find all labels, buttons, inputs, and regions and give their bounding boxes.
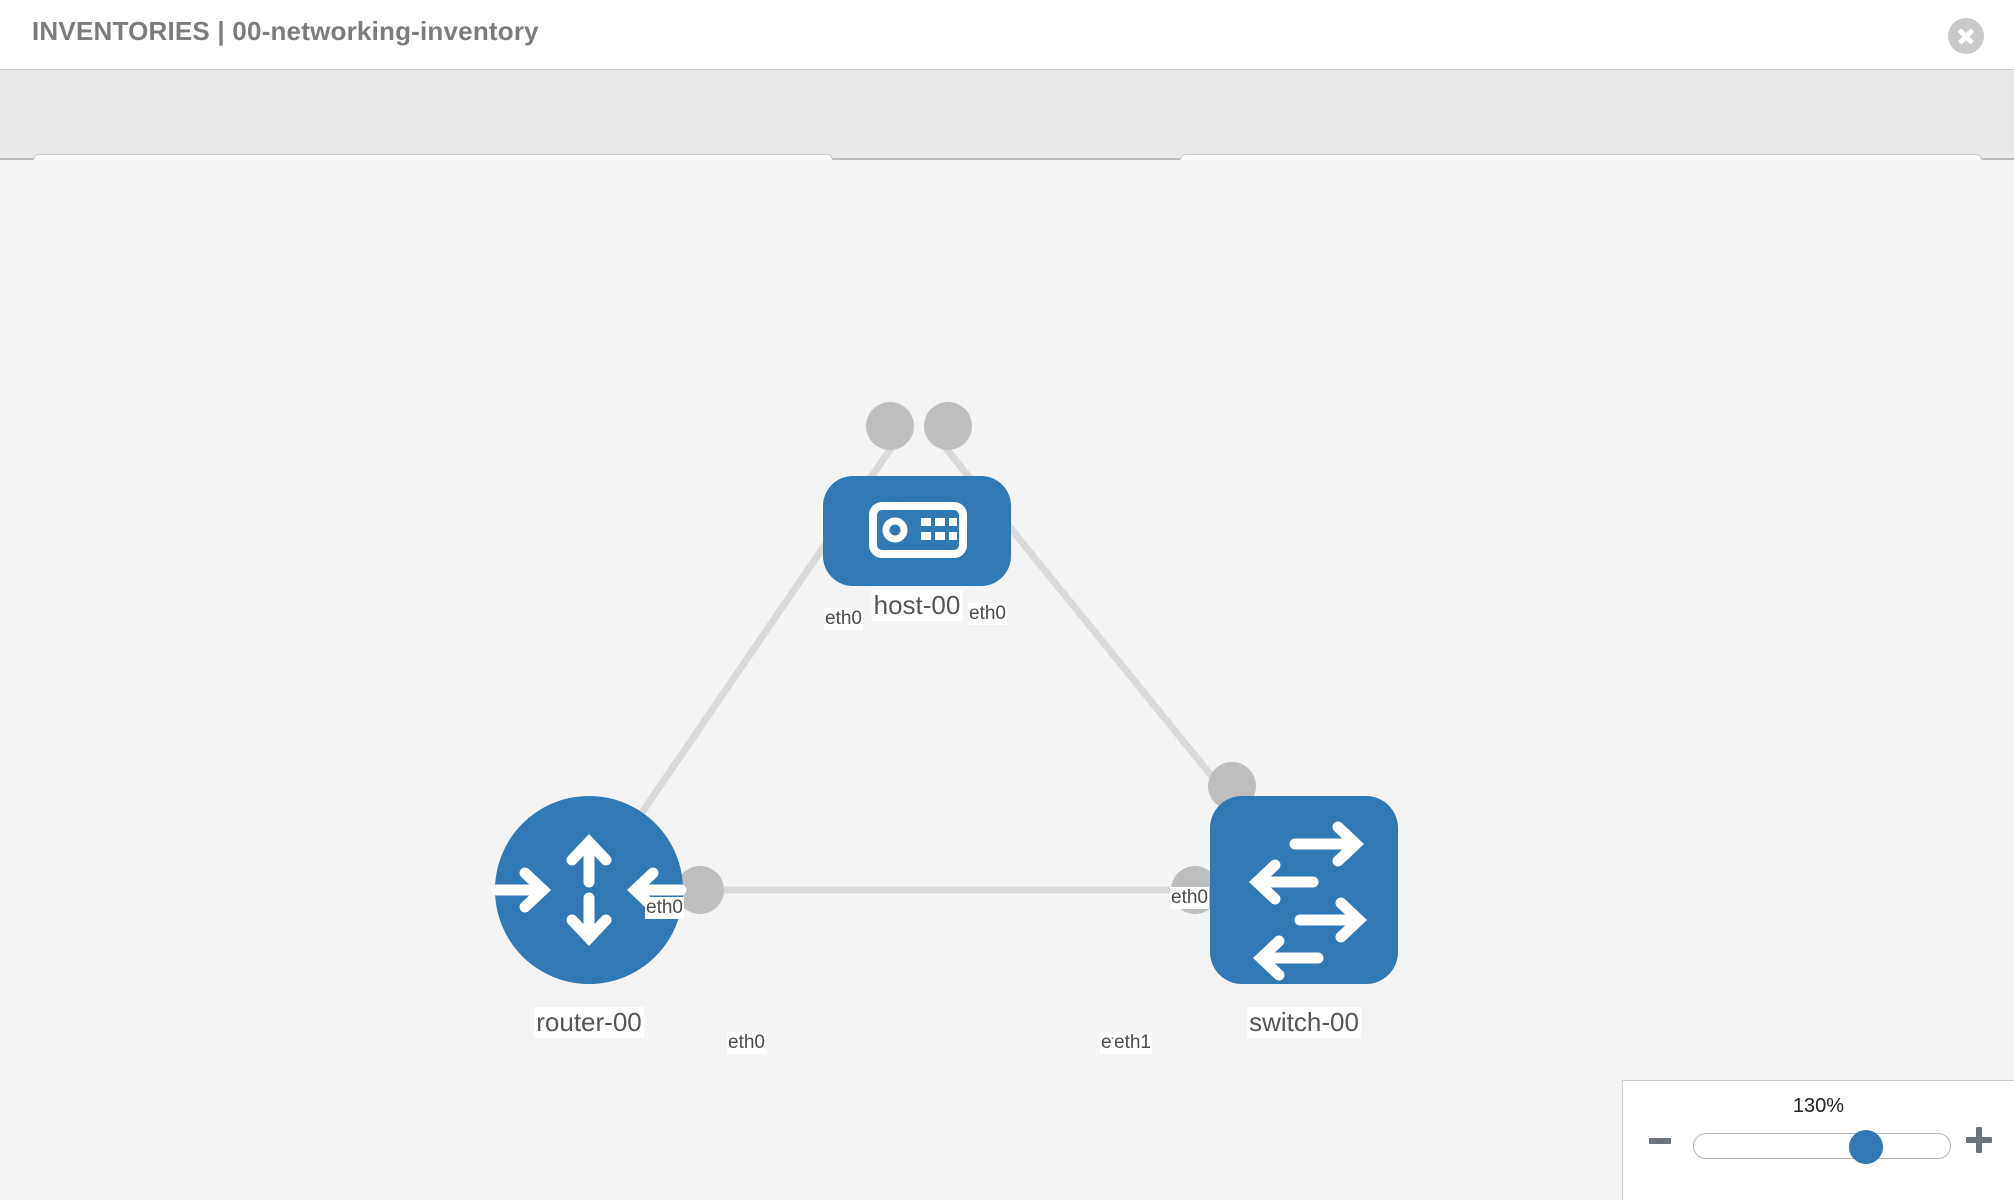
- zoom-percent-label: 130%: [1792, 1095, 1845, 1117]
- port-knob-router-eth0[interactable]: [676, 866, 724, 914]
- page-title: INVENTORIES | 00-networking-inventory: [32, 16, 539, 46]
- page-header: INVENTORIES | 00-networking-inventory: [0, 0, 2014, 70]
- four-way-arrows-icon: [491, 833, 687, 947]
- edge-label-switch-eth1: eth1: [1113, 1032, 1152, 1054]
- bidirectional-arrows-icon: [1248, 821, 1368, 981]
- port-knob-host-eth0-left[interactable]: [866, 402, 914, 450]
- zoom-in-icon[interactable]: [1966, 1127, 1992, 1153]
- server-appliance-icon: [869, 502, 967, 558]
- port-knob-host-eth0-right[interactable]: [924, 402, 972, 450]
- topology-canvas[interactable]: host-00 router-00 switch-00 eth0 eth0 et…: [0, 160, 2014, 1200]
- edge-label-router-host-eth0: eth0: [645, 897, 684, 919]
- node-router-00[interactable]: [491, 796, 687, 984]
- node-label-host-00: host-00: [871, 590, 963, 621]
- node-label-switch-00: switch-00: [1247, 1007, 1361, 1038]
- node-host-00[interactable]: [823, 476, 1011, 586]
- node-label-router-00: router-00: [534, 1007, 644, 1038]
- edge-label-host-eth0-right: eth0: [968, 603, 1007, 625]
- zoom-slider[interactable]: [1693, 1130, 1951, 1164]
- node-switch-00[interactable]: [1210, 796, 1398, 984]
- toolbar: ACTIONS SEARCH: [0, 70, 2014, 210]
- zoom-out-icon[interactable]: [1649, 1138, 1671, 1144]
- zoom-control-panel: 130%: [1622, 1080, 2014, 1200]
- edge-label-switch-host-eth0: eth0: [1170, 887, 1209, 909]
- edge-label-router-eth0: eth0: [727, 1032, 766, 1054]
- topology-graph: [491, 402, 1398, 984]
- edge-label-host-eth0-left: eth0: [824, 608, 863, 630]
- close-icon[interactable]: [1948, 18, 1984, 54]
- zoom-slider-thumb[interactable]: [1848, 1130, 1883, 1164]
